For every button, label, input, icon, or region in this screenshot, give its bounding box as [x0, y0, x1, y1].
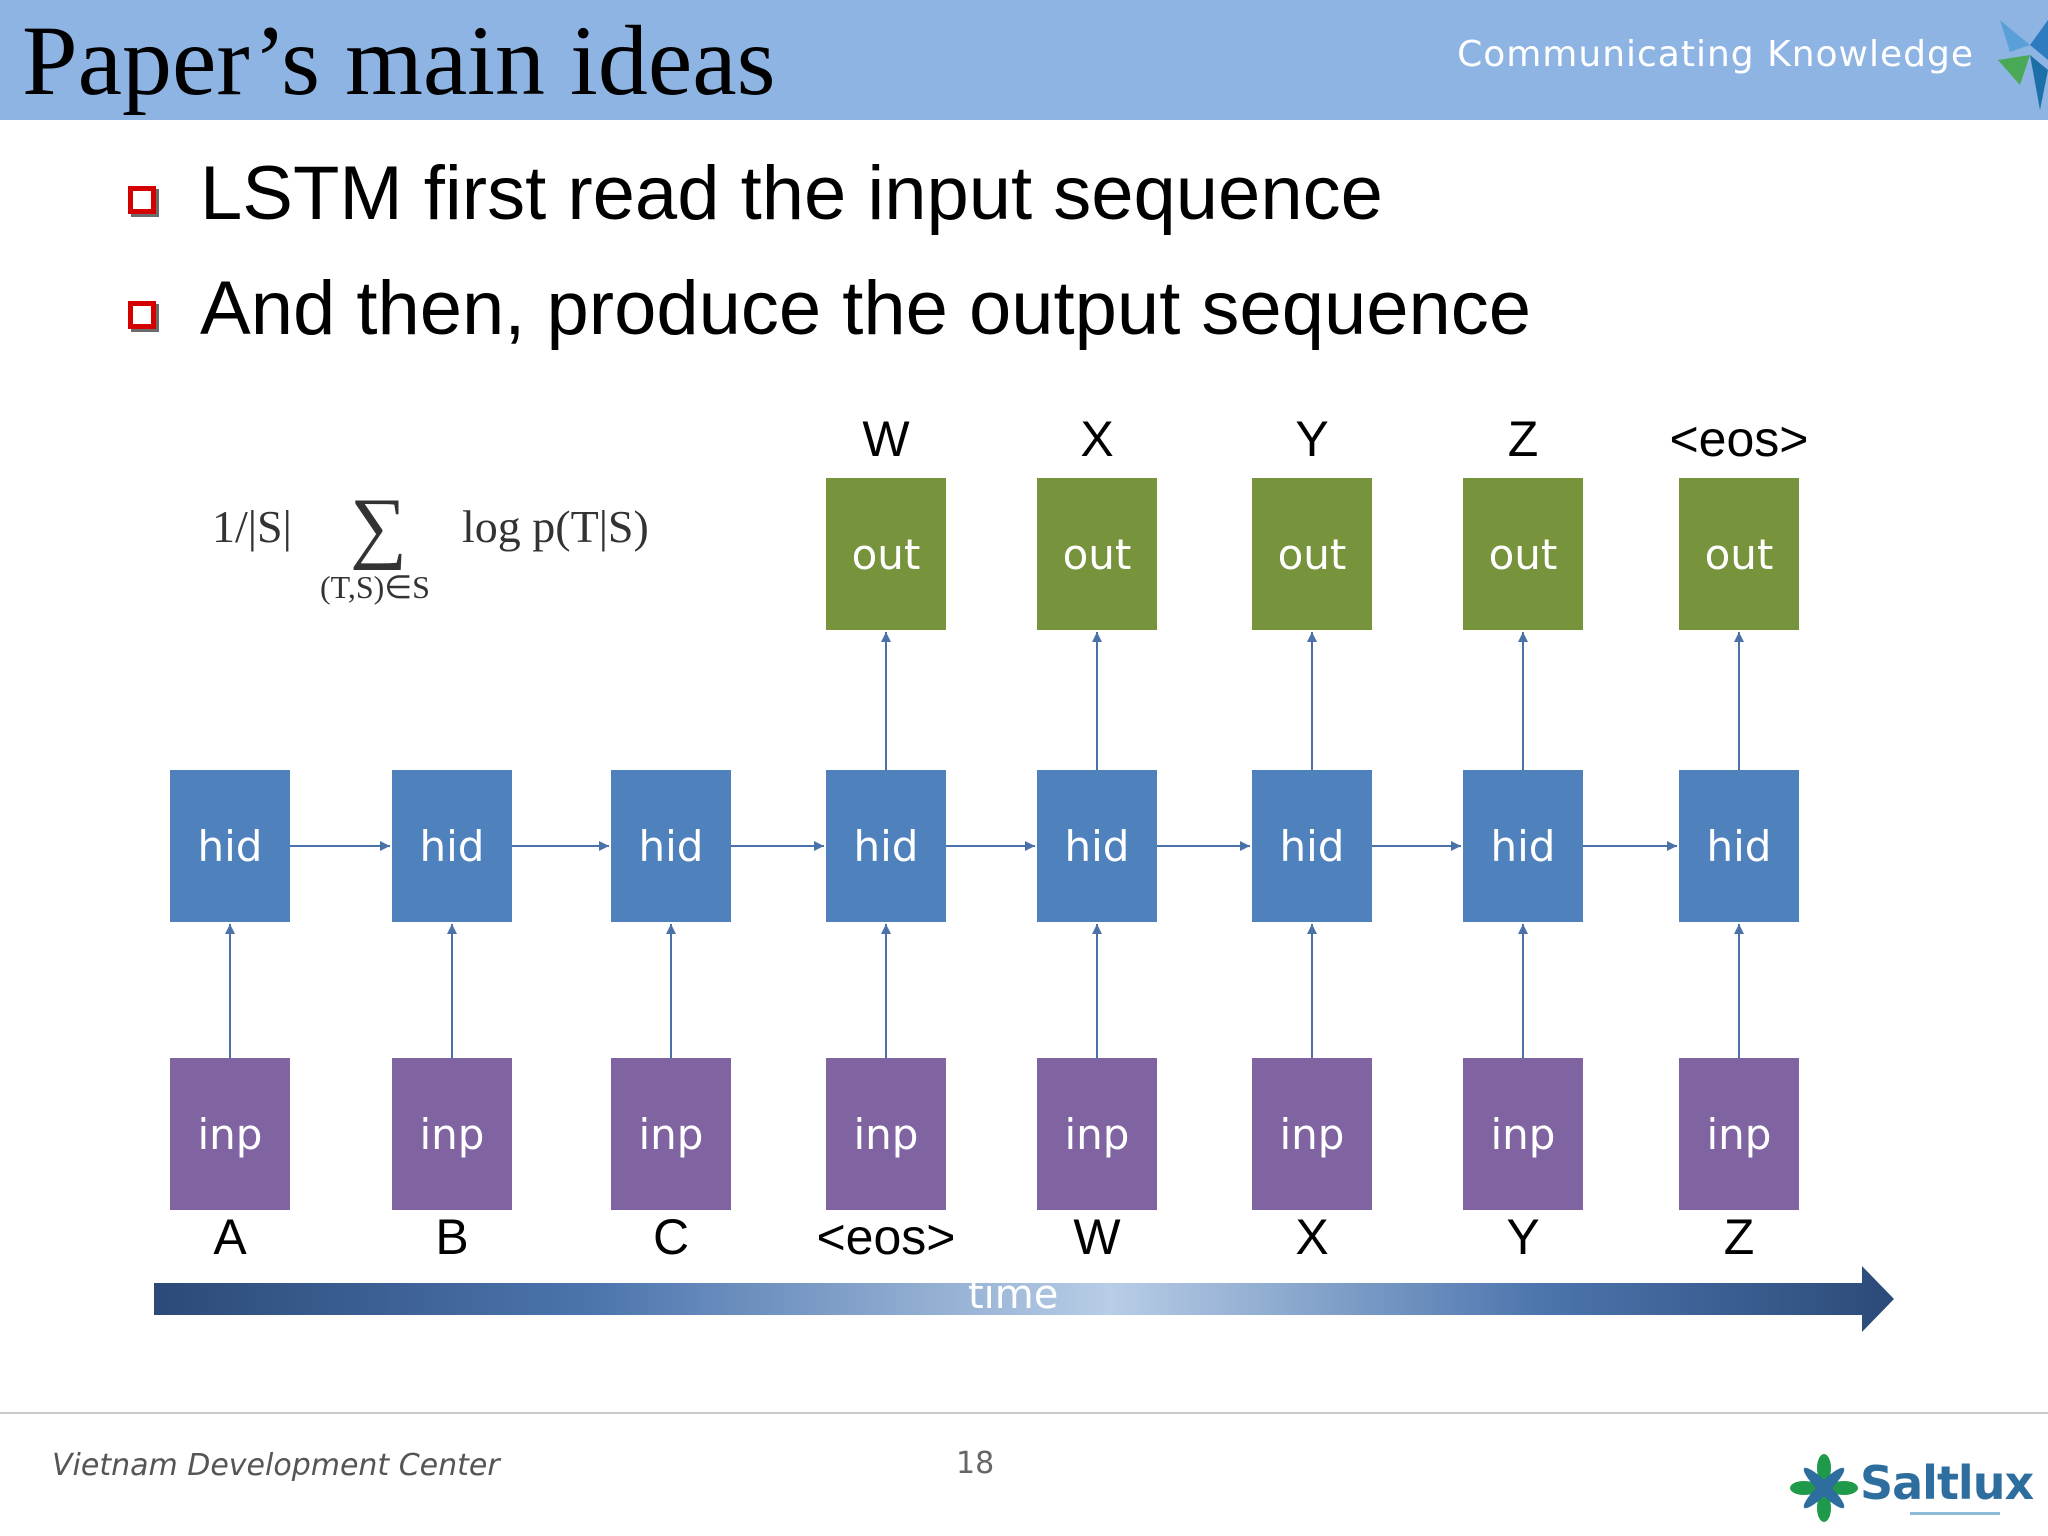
hid-node: hid	[1463, 770, 1583, 922]
inp-node: inp	[170, 1058, 290, 1210]
input-token-label: Z	[1723, 1209, 1755, 1265]
brand-tagline-bar	[1910, 1512, 2000, 1515]
hid-node: hid	[1037, 770, 1157, 922]
out-node: out	[826, 478, 946, 630]
slide-title: Paper’s main ideas	[22, 5, 776, 116]
input-token-label: A	[213, 1209, 247, 1265]
formula-normalizer: 1/|S|	[212, 501, 292, 552]
input-token-label: Y	[1506, 1209, 1540, 1265]
inp-node: inp	[826, 1058, 946, 1210]
out-node: out	[1463, 478, 1583, 630]
bullet-text: And then, produce the output sequence	[200, 266, 1532, 351]
hid-node: hid	[611, 770, 731, 922]
saltlux-star-icon	[1790, 1454, 1858, 1522]
output-token-label: X	[1080, 411, 1114, 467]
header-logo-icon	[1998, 20, 2048, 110]
output-token-label: <eos>	[1669, 411, 1809, 467]
input-token-label: B	[435, 1209, 469, 1265]
time-label: time	[968, 1272, 1059, 1318]
hid-node: hid	[392, 770, 512, 922]
hid-node: hid	[1679, 770, 1799, 922]
formula-log-term: log p(T|S)	[462, 501, 649, 552]
input-token-label: W	[1073, 1209, 1121, 1265]
inp-node: inp	[1463, 1058, 1583, 1210]
inp-node: inp	[392, 1058, 512, 1210]
brand-name: Saltlux	[1860, 1456, 2034, 1510]
formula-sum-symbol: ∑	[350, 483, 408, 571]
inp-node: inp	[611, 1058, 731, 1210]
hid-node: hid	[826, 770, 946, 922]
brand-logo: Saltlux	[1790, 1454, 2034, 1524]
bullet-box-icon	[128, 301, 156, 329]
hid-node: hid	[1252, 770, 1372, 922]
bullet-box-icon	[128, 186, 156, 214]
time-arrow	[154, 1266, 1894, 1332]
output-token-label: Y	[1295, 411, 1329, 467]
hid-node: hid	[170, 770, 290, 922]
tagline: Communicating Knowledge	[1457, 34, 1974, 75]
output-token-label: Z	[1507, 411, 1539, 467]
slide-header: Paper’s main ideas Communicating Knowled…	[0, 0, 2048, 120]
input-token-label: <eos>	[816, 1209, 956, 1265]
input-token-label: C	[652, 1209, 690, 1265]
footer-divider	[0, 1412, 2048, 1414]
out-node: out	[1252, 478, 1372, 630]
out-node: out	[1679, 478, 1799, 630]
inp-node: inp	[1252, 1058, 1372, 1210]
page-number: 18	[956, 1446, 995, 1481]
input-token-label: X	[1295, 1209, 1329, 1265]
formula-subscript: (T,S)∈S	[320, 569, 430, 605]
inp-node: inp	[1679, 1058, 1799, 1210]
footer-org: Vietnam Development Center	[52, 1448, 500, 1483]
output-token-label: W	[862, 411, 910, 467]
inp-node: inp	[1037, 1058, 1157, 1210]
objective-formula: 1/|S| ∑ log p(T|S) (T,S)∈S	[200, 483, 680, 620]
bullet-text: LSTM first read the input sequence	[200, 151, 1383, 236]
out-node: out	[1037, 478, 1157, 630]
